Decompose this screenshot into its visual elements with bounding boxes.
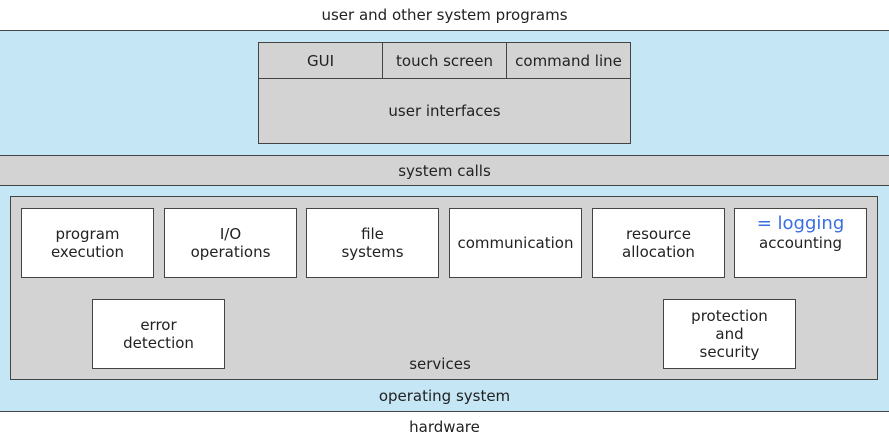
service-accounting-line1: accounting xyxy=(759,234,842,252)
system-calls-layer: system calls xyxy=(0,155,889,186)
services-label: services xyxy=(409,355,471,373)
service-file-systems-line2: systems xyxy=(341,243,404,261)
service-error-detection-line2: detection xyxy=(123,334,194,352)
service-error-detection-line1: error xyxy=(140,316,177,334)
operating-system-label: operating system xyxy=(378,387,511,405)
system-calls-label: system calls xyxy=(398,161,491,180)
service-protection-security-line3: security xyxy=(699,343,760,361)
hardware-label: hardware xyxy=(409,417,480,436)
service-file-systems: file systems xyxy=(306,208,439,278)
ui-item-touch-screen: touch screen xyxy=(383,43,507,79)
service-resource-allocation: resource allocation xyxy=(592,208,725,278)
ui-item-touch-screen-label: touch screen xyxy=(396,51,493,70)
user-programs-label: user and other system programs xyxy=(321,6,568,24)
user-interfaces-block: GUI touch screen command line user inter… xyxy=(258,42,631,144)
hardware-layer: hardware xyxy=(0,411,889,441)
service-protection-security-line1: protection xyxy=(691,307,768,325)
services-label-area: services xyxy=(340,352,540,376)
service-file-systems-line1: file xyxy=(361,225,384,243)
service-protection-security: protection and security xyxy=(663,299,796,369)
ui-item-command-line-label: command line xyxy=(515,51,622,70)
ui-item-command-line: command line xyxy=(507,43,630,79)
service-io-operations-line1: I/O xyxy=(219,225,242,243)
operating-system-label-area: operating system xyxy=(0,382,889,410)
service-program-execution: program execution xyxy=(21,208,154,278)
user-interfaces-label: user interfaces xyxy=(388,102,501,120)
service-protection-security-line2: and xyxy=(715,325,744,343)
service-program-execution-line1: program xyxy=(55,225,120,243)
service-accounting: = logging accounting xyxy=(734,208,867,278)
ui-item-gui: GUI xyxy=(259,43,383,79)
ui-item-gui-label: GUI xyxy=(306,51,335,70)
service-communication: communication xyxy=(449,208,582,278)
user-interfaces-label-area: user interfaces xyxy=(259,79,630,143)
service-error-detection: error detection xyxy=(92,299,225,369)
service-io-operations: I/O operations xyxy=(164,208,297,278)
user-programs-layer: user and other system programs xyxy=(0,0,889,31)
service-communication-line1: communication xyxy=(457,234,574,252)
service-resource-allocation-line2: allocation xyxy=(622,243,695,261)
service-resource-allocation-line1: resource xyxy=(626,225,691,243)
service-io-operations-line2: operations xyxy=(190,243,271,261)
logging-annotation: = logging xyxy=(756,213,845,234)
service-program-execution-line2: execution xyxy=(50,243,125,261)
